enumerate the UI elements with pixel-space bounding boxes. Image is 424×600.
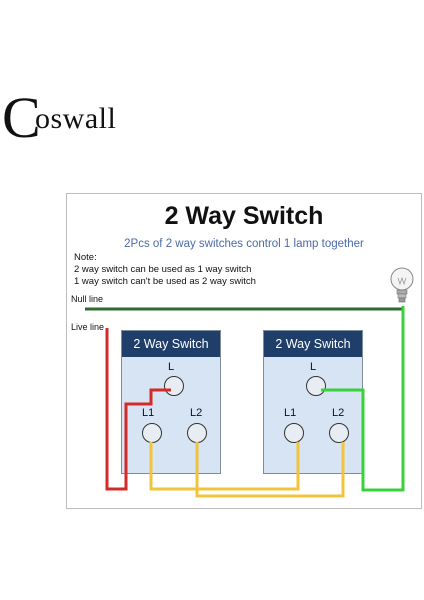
switch-right-label-l: L: [310, 361, 317, 373]
switch-right-terminal-l1: [284, 423, 304, 443]
switch-left-header: 2 Way Switch: [122, 331, 220, 357]
traveler-wire-l2: [195, 442, 345, 498]
switch-left-label-l1: L1: [142, 407, 155, 419]
switch-right-label-l2: L2: [332, 407, 345, 419]
note-line-1: 2 way switch can be used as 1 way switch: [74, 264, 252, 275]
logo-initial: C: [2, 85, 41, 150]
wiring-diagram: 2 Way Switch 2Pcs of 2 way switches cont…: [66, 193, 422, 509]
brand-logo: C oswall: [0, 85, 116, 150]
logo-wordmark: oswall: [35, 102, 117, 135]
live-wire: [105, 328, 171, 491]
note-line-2: 1 way switch can't be used as 2 way swit…: [74, 276, 256, 287]
switch-right: 2 Way Switch L L1 L2: [263, 330, 363, 474]
diagram-title: 2 Way Switch: [164, 202, 324, 230]
switch-left-label-l2: L2: [190, 407, 203, 419]
live-line-label: Live line: [71, 322, 105, 332]
switch-right-terminal-l2: [329, 423, 349, 443]
lightbulb-icon: [390, 267, 414, 303]
note-heading: Note:: [74, 252, 97, 263]
switch-left: 2 Way Switch L L1 L2: [121, 330, 221, 474]
null-line-label: Null line: [71, 294, 104, 304]
wiring-overlay: [85, 267, 414, 498]
switch-right-header: 2 Way Switch: [264, 331, 362, 357]
diagram-subtitle: 2Pcs of 2 way switches control 1 lamp to…: [124, 238, 364, 250]
traveler-wire-l1: [149, 442, 300, 491]
switch-left-label-l: L: [168, 361, 175, 373]
lamp-feed-wire: [321, 306, 405, 492]
switch-right-label-l1: L1: [284, 407, 297, 419]
